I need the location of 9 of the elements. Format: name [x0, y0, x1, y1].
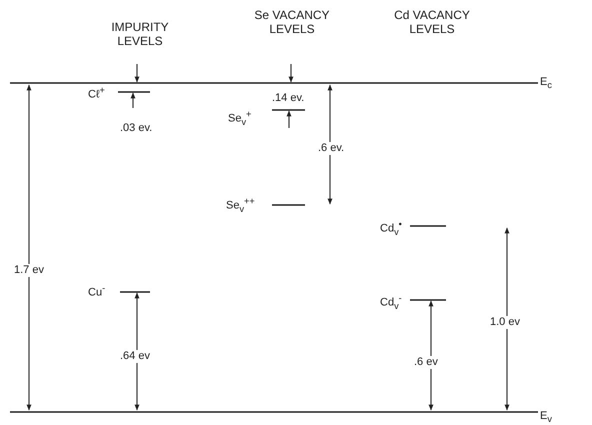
- energy-value: 1.0 ev: [490, 316, 520, 329]
- energy-value: .6 ev: [414, 356, 438, 369]
- energy-value: 1.7 ev: [14, 264, 44, 277]
- energy-value: .64 ev: [120, 350, 150, 363]
- column-heading: IMPURITY LEVELS: [110, 20, 170, 48]
- column-heading: Cd VACANCY LEVELS: [393, 8, 471, 36]
- column-heading: Se VACANCY LEVELS: [253, 8, 331, 36]
- energy-value: .6 ev.: [318, 142, 344, 155]
- band-edge-label: E$_{v}$: [540, 410, 552, 425]
